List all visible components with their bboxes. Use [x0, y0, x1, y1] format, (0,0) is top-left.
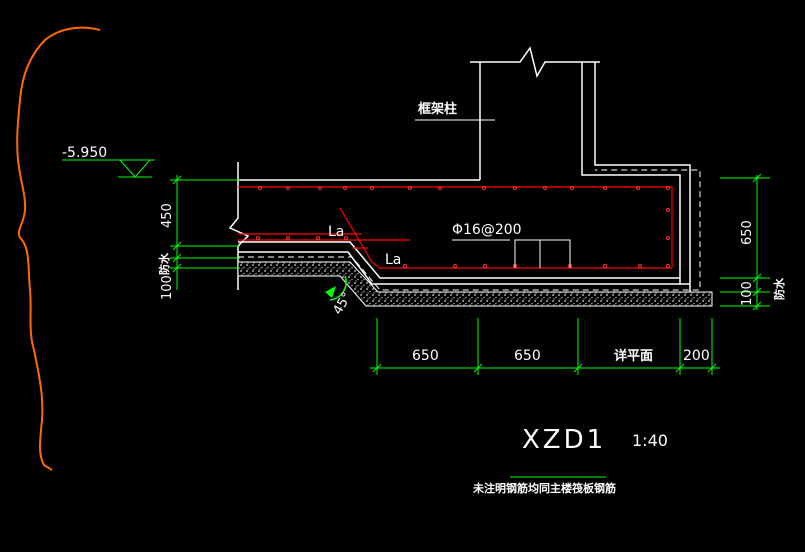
rebar-dots: [256, 186, 670, 268]
column-label: 框架柱: [418, 101, 457, 117]
elevation-marker: -5.950: [62, 145, 155, 178]
bottom-dim-650-b: 650: [514, 348, 541, 364]
bottom-dim-650-a: 650: [412, 348, 439, 364]
rebar-spec-label: Φ16@200: [452, 222, 522, 238]
drawing-title: XZD1: [522, 425, 606, 455]
left-dim-100: 100: [160, 275, 175, 300]
right-dim-100: 100: [740, 281, 755, 306]
anchor-label-bottom: La: [385, 252, 401, 268]
right-dimension-lines: [720, 173, 770, 311]
bottom-dim-200: 200: [683, 348, 710, 364]
wall-outline: [228, 46, 691, 292]
right-dim-650: 650: [740, 220, 755, 245]
drawing-note: 未注明钢筋均同主楼筏板钢筋: [472, 481, 616, 495]
left-dim-450: 450: [160, 203, 175, 228]
left-dim-waterproof: 防水: [157, 252, 171, 275]
drawing-scale: 1:40: [632, 431, 668, 450]
angle-label: 45°: [331, 290, 356, 317]
waterproof-layers: [238, 169, 701, 291]
break-boundary-line: [16, 26, 101, 471]
anchor-label-top: La: [328, 224, 344, 240]
rebar-lines: [238, 186, 673, 269]
left-dimension-lines: [170, 175, 240, 290]
bottom-dim-see-plan: 详平面: [614, 348, 653, 364]
elevation-label: -5.950: [62, 145, 107, 161]
cushion-hatch: [237, 261, 713, 307]
bottom-dimension-lines: [370, 318, 720, 375]
right-dim-waterproof: 防水: [772, 277, 786, 300]
stirrup-marks: [452, 239, 571, 268]
